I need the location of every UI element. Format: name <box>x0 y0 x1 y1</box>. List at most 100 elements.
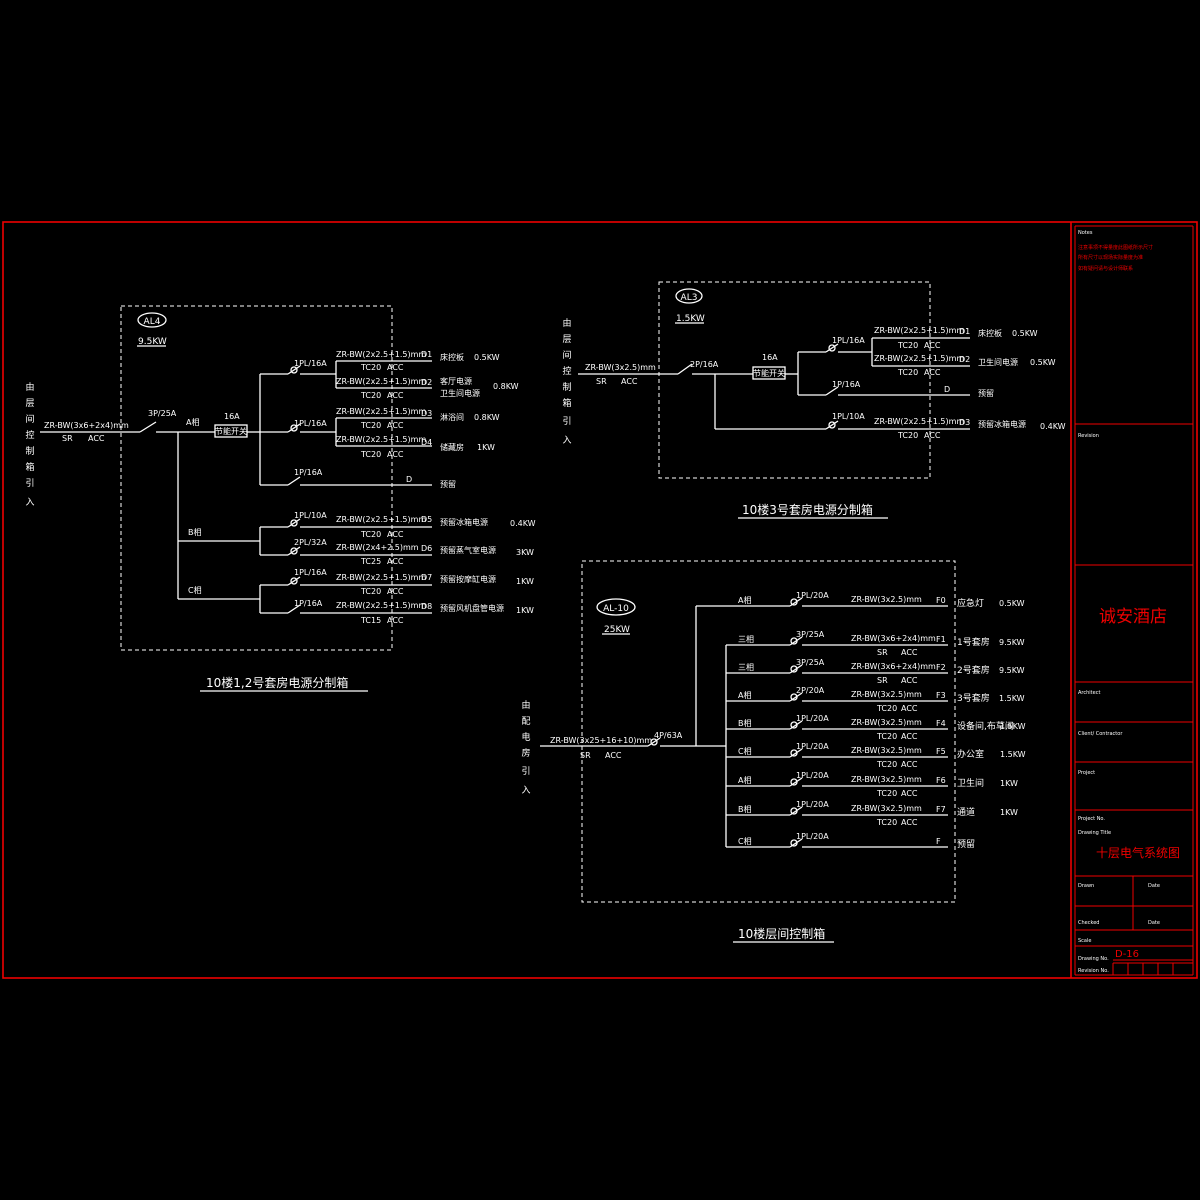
svg-text:SR: SR <box>877 648 888 657</box>
drawing-no-label: Drawing No. <box>1078 956 1109 962</box>
svg-text:1PL/20A: 1PL/20A <box>796 832 829 841</box>
svg-text:D5: D5 <box>421 515 432 524</box>
al4-id: AL4 <box>144 317 161 327</box>
drawing-title-label: Drawing Title <box>1078 830 1111 836</box>
svg-text:设备间,布草间: 设备间,布草间 <box>957 720 1014 732</box>
svg-text:ZR-BW(2x2.5+1.5)mm: ZR-BW(2x2.5+1.5)mm <box>336 515 426 524</box>
svg-text:床控板: 床控板 <box>440 352 464 362</box>
svg-text:ACC: ACC <box>924 368 941 377</box>
al10-id-bubble <box>596 598 636 616</box>
al4-incoming-acc: ACC <box>88 434 105 443</box>
al10-power: 25KW <box>604 625 630 635</box>
svg-text:3号套房: 3号套房 <box>957 692 990 704</box>
revision-no-label: Revision No. <box>1078 968 1109 974</box>
al3-circuit-d1: 1PL/16A ZR-BW(2x2.5+1.5)mm TC20 ACC D1 床… <box>832 326 1038 350</box>
al4-energy-switch <box>214 424 248 438</box>
svg-text:预留冰箱电源: 预留冰箱电源 <box>978 419 1026 429</box>
svg-text:SR: SR <box>877 676 888 685</box>
svg-text:1PL/20A: 1PL/20A <box>796 591 829 600</box>
svg-text:2号套房: 2号套房 <box>957 664 990 676</box>
svg-text:淋浴间: 淋浴间 <box>440 412 464 422</box>
svg-text:ZR-BW(3x6+2x4)mm: ZR-BW(3x6+2x4)mm <box>851 634 936 643</box>
svg-text:D: D <box>406 475 412 484</box>
svg-text:节能开关: 节能开关 <box>753 368 785 378</box>
al3-circuit-spare: 1P/16A D 预留 <box>832 380 994 398</box>
svg-text:D: D <box>944 385 950 394</box>
note-1: 注意事项不得量度此图纸所示尺寸 <box>1078 244 1153 251</box>
svg-text:1KW: 1KW <box>516 606 534 615</box>
svg-text:卫生间电源: 卫生间电源 <box>978 357 1018 367</box>
svg-text:制: 制 <box>25 445 34 457</box>
svg-text:1号套房: 1号套房 <box>957 636 990 648</box>
al10-incoming-cable: ZR-BW(3x25+16+10)mm <box>550 736 652 745</box>
sheet-border <box>2 221 1198 979</box>
svg-text:TC20: TC20 <box>360 391 381 400</box>
al4-switch-rating: 16A <box>224 412 240 421</box>
svg-text:层: 层 <box>562 334 571 345</box>
svg-text:ACC: ACC <box>901 818 918 827</box>
svg-text:9.5KW: 9.5KW <box>999 638 1025 647</box>
svg-text:ACC: ACC <box>621 377 638 386</box>
svg-text:TC20: TC20 <box>897 431 918 440</box>
svg-text:办公室: 办公室 <box>957 748 984 760</box>
svg-text:F4: F4 <box>936 719 946 728</box>
svg-text:控: 控 <box>562 365 571 377</box>
svg-text:ZR-BW(2x2.5+1.5)mm: ZR-BW(2x2.5+1.5)mm <box>336 407 426 416</box>
svg-text:ZR-BW(2x2.5+1.5)mm: ZR-BW(2x2.5+1.5)mm <box>874 417 964 426</box>
svg-text:A相: A相 <box>738 690 751 700</box>
svg-text:三相: 三相 <box>738 662 754 672</box>
svg-text:C相: C相 <box>738 746 752 756</box>
al4-incoming-label: 由 层 间 控 制 箱 引 入 <box>25 381 34 508</box>
svg-text:D3: D3 <box>421 409 432 418</box>
svg-text:预留: 预留 <box>978 388 994 398</box>
al10-caption: 10楼层间控制箱 <box>738 926 825 941</box>
svg-text:SR: SR <box>596 377 607 386</box>
al3-main-breaker-symbol <box>677 363 693 375</box>
svg-text:B相: B相 <box>738 718 752 728</box>
svg-text:D2: D2 <box>421 378 432 387</box>
checked-date-label: Date <box>1148 920 1160 926</box>
svg-text:1PL/16A: 1PL/16A <box>294 419 327 428</box>
svg-text:预留按摩缸电源: 预留按摩缸电源 <box>440 574 496 584</box>
svg-text:1PL/10A: 1PL/10A <box>832 412 865 421</box>
svg-text:0.5KW: 0.5KW <box>1030 358 1056 367</box>
svg-text:三相: 三相 <box>738 634 754 644</box>
svg-text:ACC: ACC <box>901 704 918 713</box>
al4-phase-c: C相 <box>188 585 202 595</box>
svg-text:2PL/32A: 2PL/32A <box>294 538 327 547</box>
svg-text:0.4KW: 0.4KW <box>1040 422 1066 431</box>
svg-text:通道: 通道 <box>957 806 975 818</box>
svg-text:TC20: TC20 <box>876 789 897 798</box>
svg-text:ACC: ACC <box>901 760 918 769</box>
svg-text:D1: D1 <box>959 327 970 336</box>
svg-text:D8: D8 <box>421 602 432 611</box>
svg-text:预留: 预留 <box>957 838 975 850</box>
svg-text:引: 引 <box>562 416 571 427</box>
svg-text:卫生间电源: 卫生间电源 <box>440 388 480 398</box>
svg-text:预留蒸气室电源: 预留蒸气室电源 <box>440 545 496 555</box>
svg-text:TC20: TC20 <box>897 341 918 350</box>
svg-text:1PL/16A: 1PL/16A <box>294 568 327 577</box>
al3-energy-switch <box>752 366 786 380</box>
svg-text:房: 房 <box>521 747 530 759</box>
svg-text:ZR-BW(2x2.5+1.5)mm: ZR-BW(2x2.5+1.5)mm <box>336 350 426 359</box>
svg-text:由: 由 <box>562 317 571 329</box>
svg-text:TC15: TC15 <box>360 616 381 625</box>
svg-text:F1: F1 <box>936 635 946 644</box>
svg-text:1P/16A: 1P/16A <box>294 599 323 608</box>
al4-caption: 10楼1,2号套房电源分制箱 <box>206 675 348 690</box>
svg-text:预留: 预留 <box>440 479 456 489</box>
svg-text:1PL/20A: 1PL/20A <box>796 800 829 809</box>
al3-caption: 10楼3号套房电源分制箱 <box>742 502 873 517</box>
svg-text:ZR-BW(3x2.5)mm: ZR-BW(3x2.5)mm <box>851 595 922 604</box>
svg-text:ACC: ACC <box>387 450 404 459</box>
al4-circuit-d8: 1P/16A ZR-BW(2x2.5+1.5)mm TC15 ACC D8 预留… <box>294 599 534 625</box>
svg-text:ZR-BW(2x2.5+1.5)mm: ZR-BW(2x2.5+1.5)mm <box>874 354 964 363</box>
svg-text:间: 间 <box>562 349 571 361</box>
svg-text:1PL/20A: 1PL/20A <box>796 742 829 751</box>
